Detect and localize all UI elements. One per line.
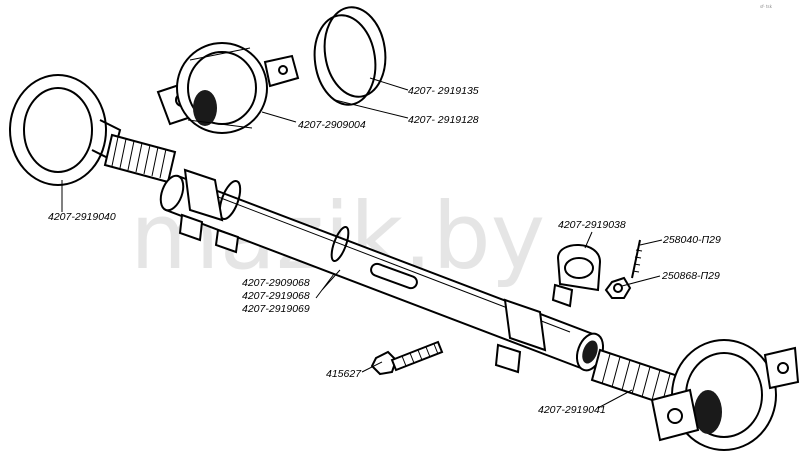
corner-mark: sf- tsk [760, 4, 773, 9]
label-258040-p29: 258040-П29 [662, 234, 721, 246]
tube-clamp-right [494, 298, 547, 374]
label-4207-2909004: 4207-2909004 [298, 119, 366, 131]
label-4207-2919128: 4207- 2919128 [408, 114, 479, 126]
label-4207-2919068: 4207-2919068 [242, 290, 310, 302]
clamp-separate [551, 244, 602, 308]
label-4207-2909068: 4207-2909068 [242, 277, 310, 289]
label-4207-2919069: 4207-2919069 [242, 303, 310, 315]
label-250868-p29: 250868-П29 [661, 270, 720, 282]
leader-lines [61, 77, 663, 409]
long-bolt [370, 340, 444, 376]
tube-clamp-left [178, 168, 240, 254]
end-joint-right [590, 339, 800, 451]
rubber-joint-top [156, 42, 300, 134]
end-joint-left [9, 74, 177, 186]
clamp-nut [604, 276, 632, 299]
clamp-bolt [631, 239, 643, 279]
snap-rings [313, 6, 387, 106]
label-4207-2919041: 4207-2919041 [538, 404, 606, 416]
label-4207-2919135: 4207- 2919135 [408, 85, 479, 97]
label-415627: 415627 [326, 368, 362, 380]
label-4207-2919038: 4207-2919038 [558, 219, 626, 231]
label-4207-2919040: 4207-2919040 [48, 211, 116, 223]
